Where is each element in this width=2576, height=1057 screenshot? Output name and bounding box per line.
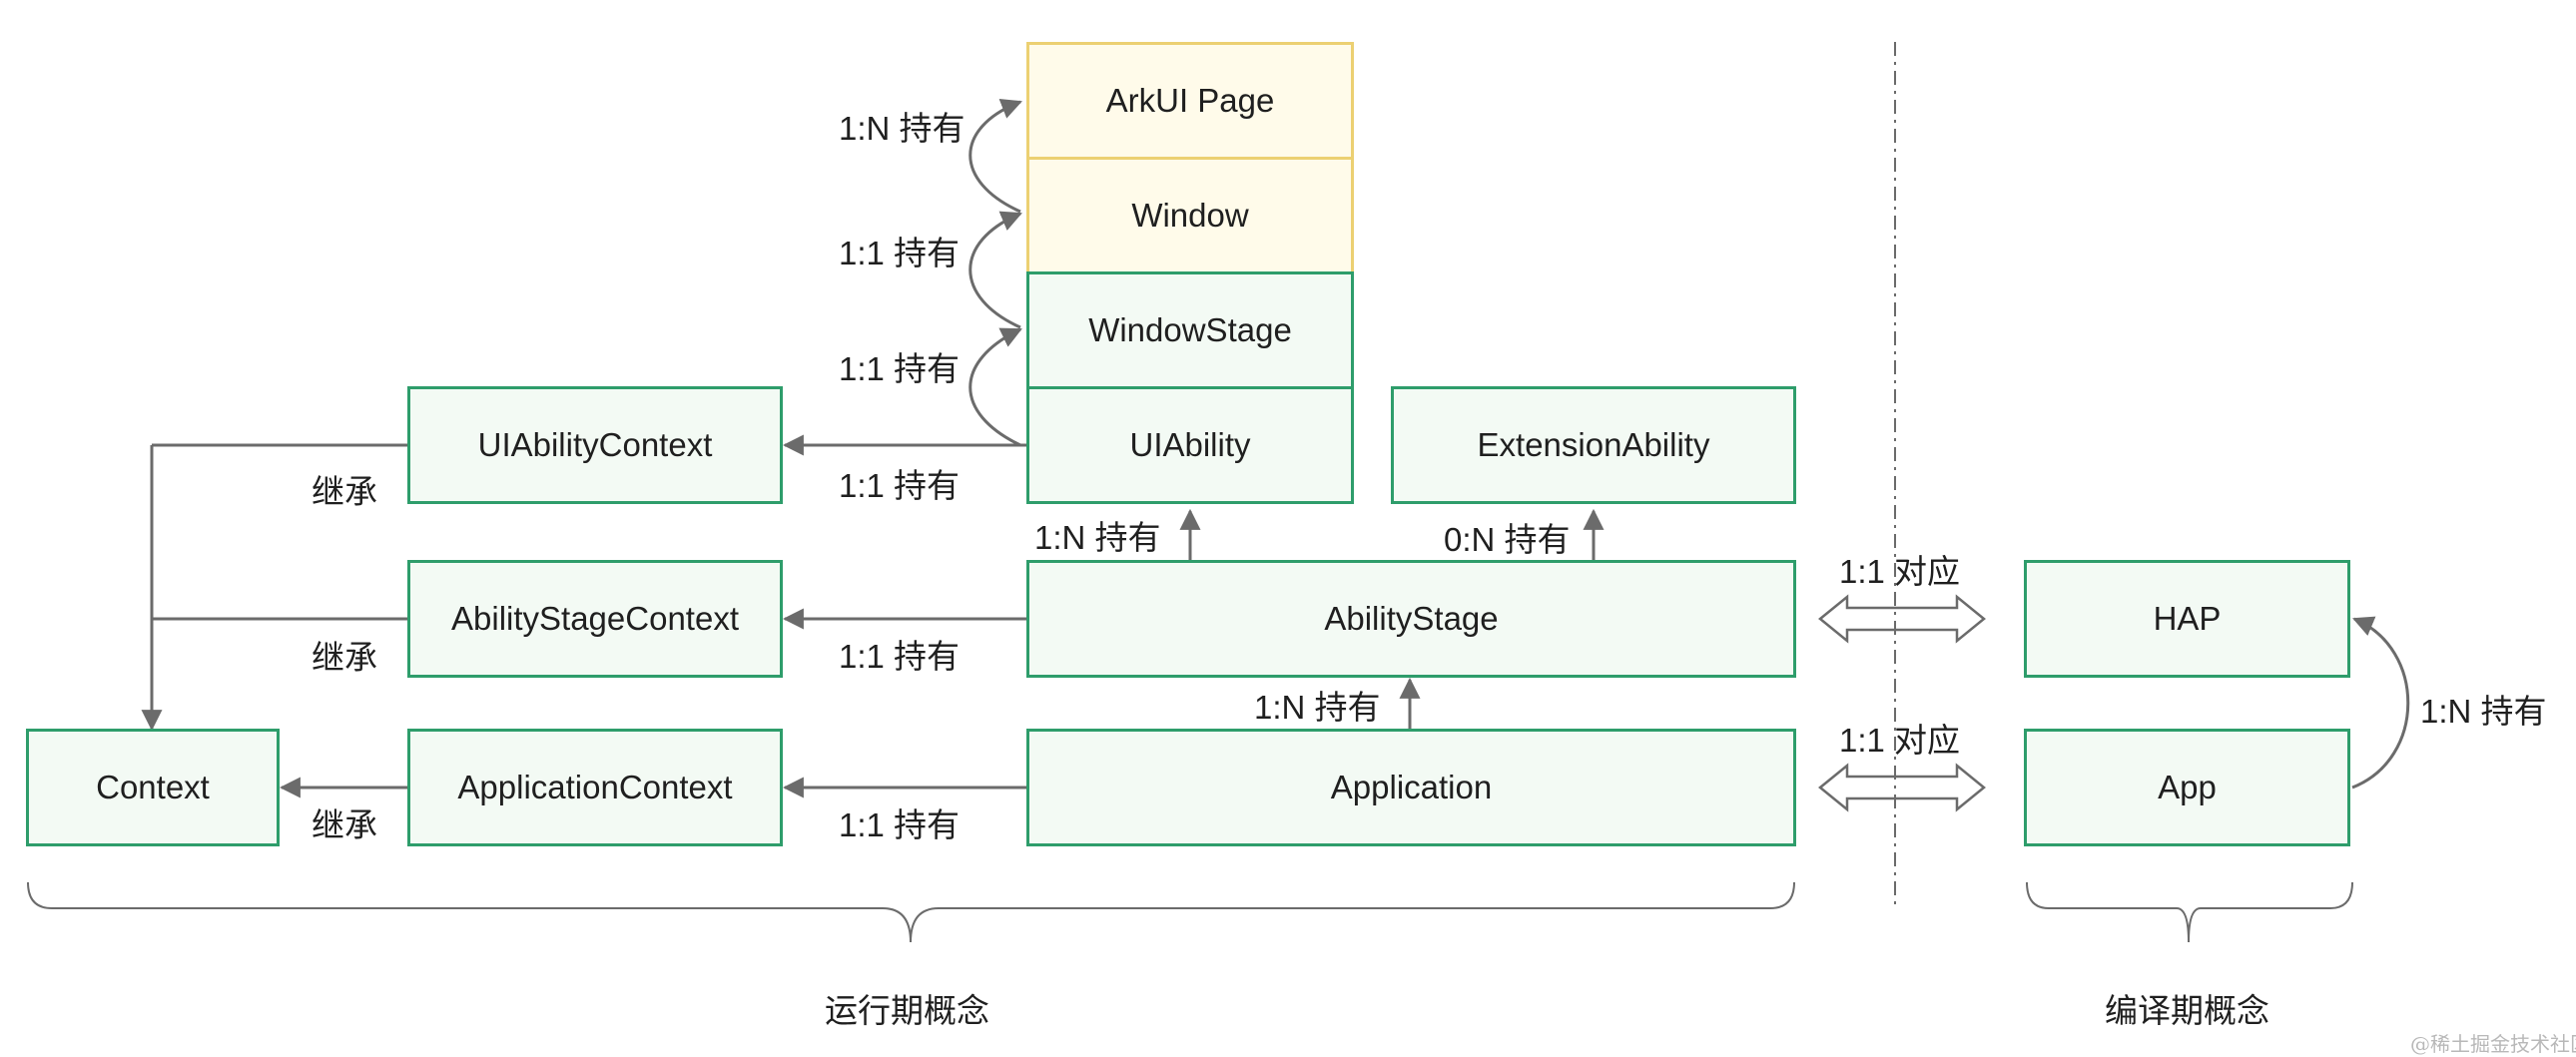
curve-app-to-hap [2351,616,2410,790]
label-uiability-context-hold: 1:1 持有 [839,467,961,504]
extension-ability-box: ExtensionAbility [1391,386,1796,504]
label-window-stage-hold: 1:1 持有 [839,350,961,387]
window-stage-box: WindowStage [1026,271,1354,389]
context-box: Context [26,729,280,846]
application-box: Application [1026,729,1796,846]
brace-runtime [27,881,1795,943]
curve-stage-to-window [968,211,1022,329]
label-app-to-hap: 1:N 持有 [2420,693,2547,730]
curve-window-to-page [968,99,1022,214]
ability-stage-box: AbilityStage [1026,560,1796,678]
label-stage-to-extension: 0:N 持有 [1444,521,1571,558]
label-map-app-app: 1:1 对应 [1839,722,1961,759]
caption-runtime: 运行期概念 [825,992,989,1029]
curve-ability-to-stage [968,327,1022,447]
hap-box: HAP [2024,560,2350,678]
double-arrow-stage-hap [1818,594,1986,644]
label-map-stage-hap: 1:1 对应 [1839,553,1961,590]
label-app-context-hold: 1:1 持有 [839,806,961,843]
application-context-box: ApplicationContext [407,729,783,846]
label-app-to-stage: 1:N 持有 [1254,689,1381,726]
arkui-page-box: ArkUI Page [1026,42,1354,160]
double-arrow-app-app [1818,763,1986,812]
watermark: @稀土掘金技术社区 [2410,1032,2576,1056]
brace-compile [2026,881,2353,943]
window-box: Window [1026,157,1354,274]
uiability-box: UIAbility [1026,386,1354,504]
label-inherit-2: 继承 [312,639,377,676]
label-page-hold: 1:N 持有 [839,110,966,147]
app-box: App [2024,729,2350,846]
label-window-hold: 1:1 持有 [839,235,961,271]
ability-stage-context-box: AbilityStageContext [407,560,783,678]
label-inherit-1: 继承 [312,473,377,510]
label-stage-to-uiability: 1:N 持有 [1034,519,1161,556]
label-stage-context-hold: 1:1 持有 [839,638,961,675]
label-inherit-3: 继承 [312,806,377,843]
caption-compile: 编译期概念 [2105,992,2269,1029]
uiability-context-box: UIAbilityContext [407,386,783,504]
